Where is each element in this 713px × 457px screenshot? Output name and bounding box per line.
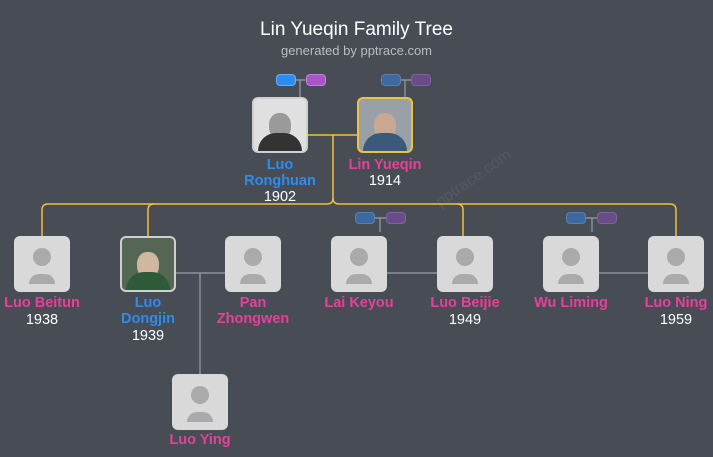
expand-mother-button[interactable] (597, 212, 617, 224)
portrait-photo (258, 133, 302, 151)
portrait-photo (374, 113, 396, 139)
avatar-placeholder-icon (191, 386, 209, 404)
person-name: Lai Keyou (324, 295, 394, 311)
avatar-placeholder-icon (240, 274, 266, 284)
avatar-placeholder-icon (33, 248, 51, 266)
avatar-placeholder-icon (187, 412, 213, 422)
expand-mother-button[interactable] (306, 74, 326, 86)
avatar-placeholder-icon (244, 248, 262, 266)
avatar-placeholder-icon (350, 248, 368, 266)
person-birth-year: 1949 (448, 312, 482, 328)
portrait-photo (126, 272, 170, 290)
person-birth-year: 1914 (368, 173, 402, 189)
person-card-pan-zhongwen[interactable] (225, 236, 281, 292)
person-card-luo-beijie[interactable] (437, 236, 493, 292)
person-name: Wu Liming (534, 295, 608, 311)
person-card-luo-beitun[interactable] (14, 236, 70, 292)
expand-mother-button[interactable] (386, 212, 406, 224)
person-card-luo-ning[interactable] (648, 236, 704, 292)
page-title: Lin Yueqin Family Tree (260, 19, 453, 40)
expand-mother-button[interactable] (411, 74, 431, 86)
avatar-placeholder-icon (452, 274, 478, 284)
person-card-wu-liming[interactable] (543, 236, 599, 292)
person-birth-year: 1939 (131, 328, 165, 344)
avatar-placeholder-icon (558, 274, 584, 284)
person-name: Dongjin (121, 311, 175, 327)
person-card-luo-ying[interactable] (172, 374, 228, 430)
expand-father-button[interactable] (381, 74, 401, 86)
avatar-placeholder-icon (346, 274, 372, 284)
person-name: Luo Beijie (430, 295, 500, 311)
person-name: Ronghuan (244, 173, 316, 189)
person-name: Zhongwen (216, 311, 290, 327)
person-card-lin-yueqin[interactable] (357, 97, 413, 153)
avatar-placeholder-icon (456, 248, 474, 266)
person-name: Pan (239, 295, 267, 311)
person-birth-year: 1938 (25, 312, 59, 328)
person-birth-year: 1902 (263, 189, 297, 205)
portrait-photo (137, 252, 159, 278)
avatar-placeholder-icon (663, 274, 689, 284)
person-birth-year: 1959 (659, 312, 693, 328)
portrait-photo (269, 113, 291, 139)
person-name: Luo Ying (169, 432, 231, 448)
portrait-photo (363, 133, 407, 151)
expand-father-button[interactable] (276, 74, 296, 86)
avatar-placeholder-icon (667, 248, 685, 266)
expand-father-button[interactable] (566, 212, 586, 224)
person-card-luo-ronghuan[interactable] (252, 97, 308, 153)
person-card-luo-dongjin[interactable] (120, 236, 176, 292)
person-name: Luo (134, 295, 162, 311)
person-name: Lin Yueqin (348, 157, 422, 173)
avatar-placeholder-icon (562, 248, 580, 266)
person-name: Luo (266, 157, 294, 173)
person-name: Luo Beitun (4, 295, 80, 311)
page-subtitle: generated by pptrace.com (280, 43, 433, 58)
person-card-lai-keyou[interactable] (331, 236, 387, 292)
person-name: Luo Ning (644, 295, 708, 311)
expand-father-button[interactable] (355, 212, 375, 224)
avatar-placeholder-icon (29, 274, 55, 284)
